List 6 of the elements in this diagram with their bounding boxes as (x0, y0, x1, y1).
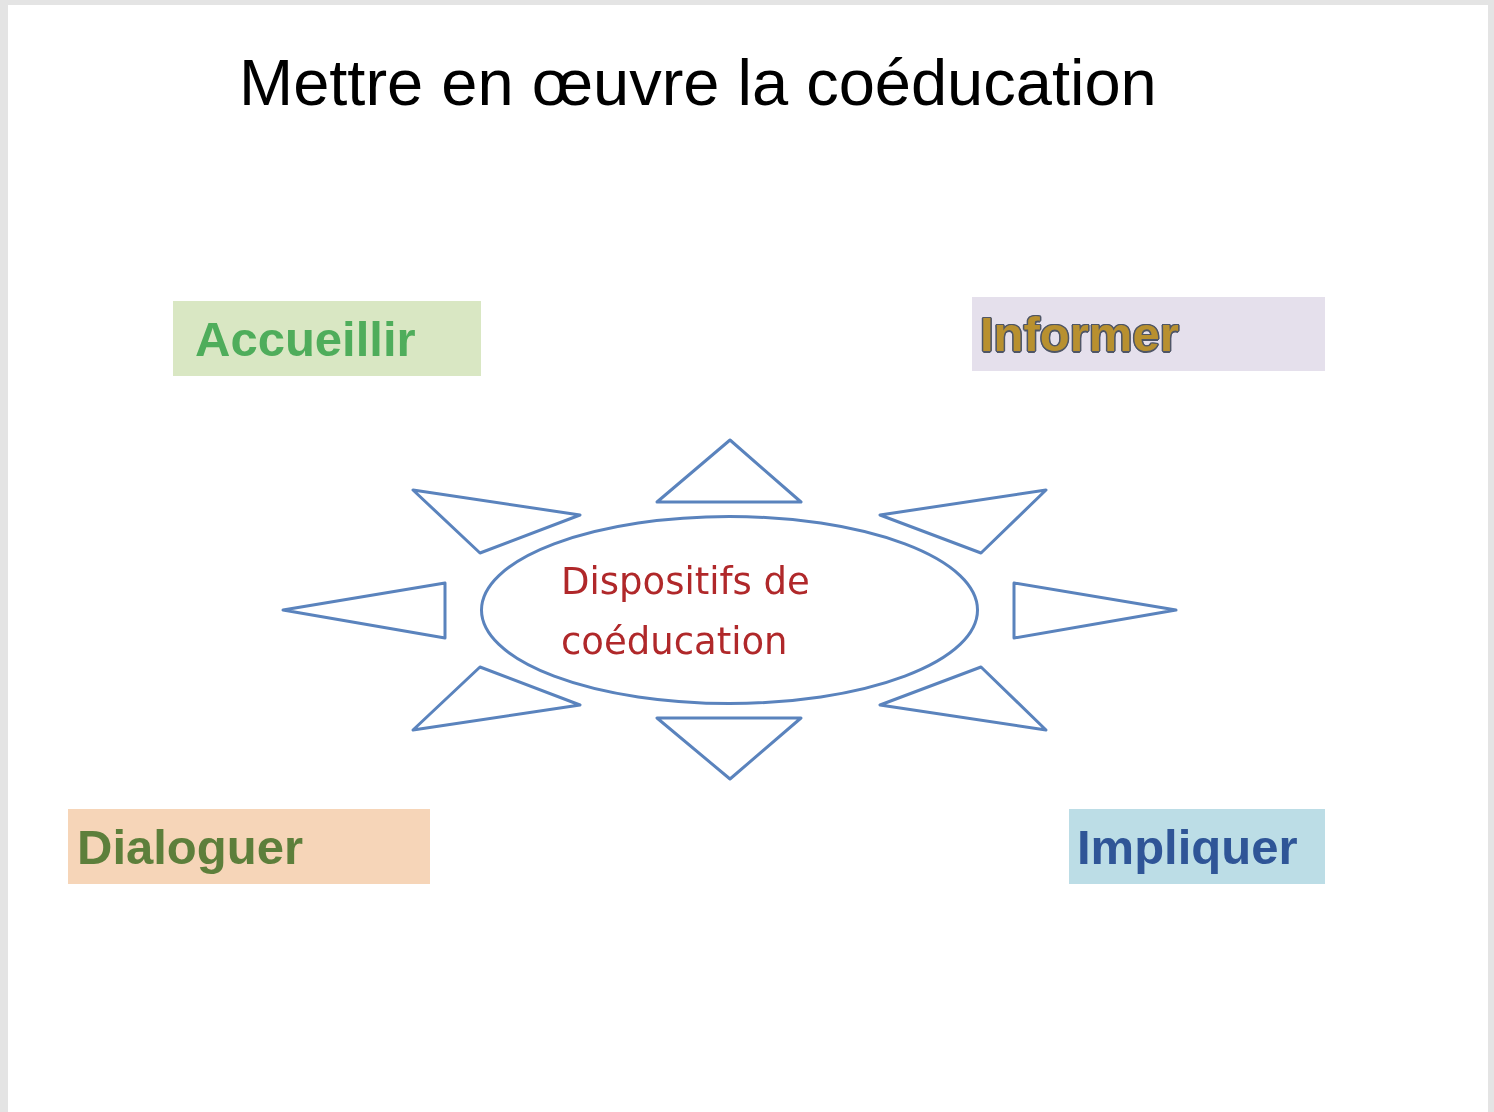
theme-label: Impliquer (1077, 819, 1298, 875)
theme-label: Informer (980, 306, 1179, 362)
theme-label: Accueillir (195, 311, 416, 367)
theme-label: Dialoguer (77, 819, 303, 875)
slide-title: Mettre en œuvre la coéducation (239, 46, 1157, 120)
center-label: Dispositifs de coéducation (561, 559, 811, 665)
